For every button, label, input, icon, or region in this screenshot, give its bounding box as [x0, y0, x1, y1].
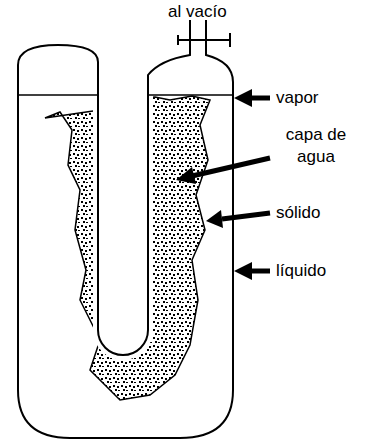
water-layer [93, 40, 153, 360]
stopcock [178, 39, 230, 41]
stopcock [229, 33, 231, 47]
phase-label: líquido [276, 260, 326, 282]
u-tube-glass [18, 20, 233, 438]
pointer-arrows [176, 89, 270, 280]
liquid-level [148, 94, 233, 96]
port-label: al vacío [168, 1, 227, 23]
liquid-level [18, 94, 98, 96]
phase-label: vapor [276, 87, 319, 109]
layer-label: capa de agua [272, 124, 360, 168]
u-tube-glass [98, 20, 190, 355]
phase-label: sólido [276, 202, 320, 224]
stopcock [177, 35, 179, 45]
